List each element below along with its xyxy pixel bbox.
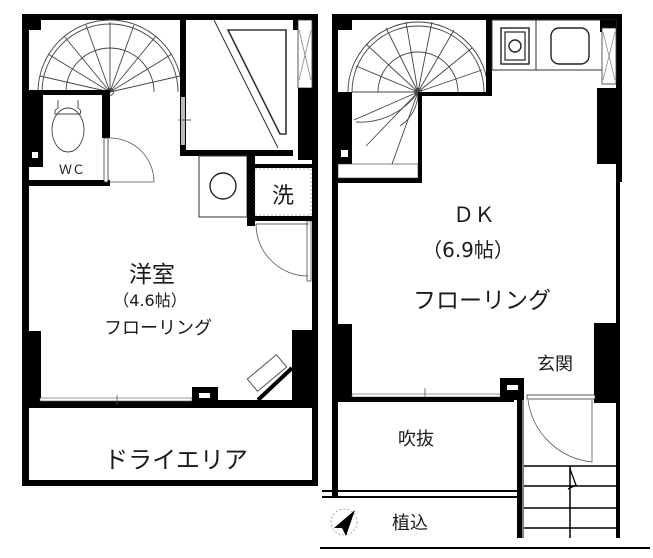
- toilet-icon: [51, 100, 85, 153]
- lower-floor-plan: ＷＣ 洗: [22, 14, 318, 486]
- bathtub-icon: [213, 19, 287, 149]
- entrance-stairs: [524, 465, 616, 538]
- spiral-staircase-icon: [37, 19, 183, 96]
- void-label: 吹抜: [398, 429, 434, 450]
- north-arrow-icon: [330, 508, 358, 536]
- dk-size: （6.9帖）: [422, 238, 514, 262]
- planting-label: 植込: [392, 513, 428, 534]
- dk-floor: フローリング: [413, 288, 551, 314]
- western-room-floor: フローリング: [104, 318, 212, 339]
- stove-icon: [500, 27, 530, 65]
- dry-area-label: ドライエリア: [104, 446, 248, 474]
- spiral-staircase-icon: [347, 21, 489, 165]
- washbasin-icon: [209, 172, 237, 200]
- western-room-label: 洋室: [129, 262, 175, 288]
- wc-label: ＷＣ: [59, 163, 85, 178]
- entrance-label: 玄関: [537, 354, 573, 375]
- washer-label: 洗: [272, 184, 294, 209]
- air-conditioner-icon: [246, 353, 294, 402]
- sink-icon: [550, 27, 590, 65]
- dk-label: ＤＫ: [453, 203, 495, 227]
- upper-floor-plan: ＤＫ （6.9帖） フローリング 玄関 吹抜 植込: [320, 14, 650, 549]
- western-room-size: （4.6帖）: [113, 291, 186, 310]
